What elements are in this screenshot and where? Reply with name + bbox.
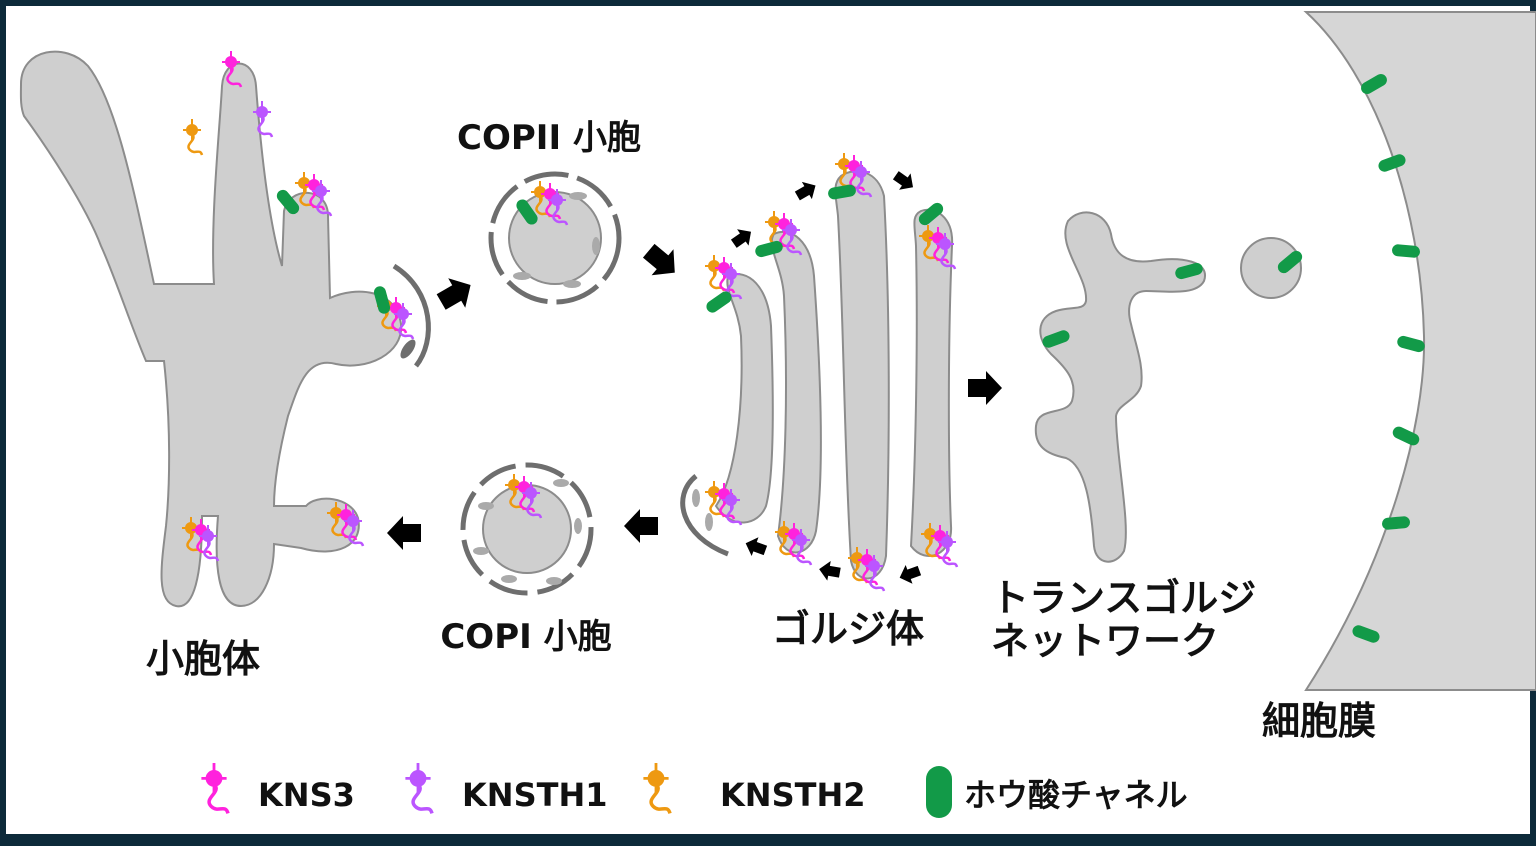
copi-vesicle-label: COPI 小胞	[440, 617, 611, 657]
endoplasmic-reticulum	[19, 50, 403, 608]
boric-acid-channel-icon	[926, 766, 952, 818]
legend-item-kns3: KNS3	[199, 761, 355, 816]
copii-vesicle	[488, 171, 622, 305]
legend-label-kns3: KNS3	[258, 776, 355, 814]
copii-vesicle-label: COPII 小胞	[457, 118, 641, 158]
er-coat-budding	[392, 263, 431, 368]
legend-label-boric-acid-channel: ホウ酸チャネル	[964, 776, 1188, 814]
tgn-label-line1: トランスゴルジ	[991, 576, 1256, 620]
legend-item-knsth1: KNSTH1	[403, 761, 608, 816]
tgn-label-line2: ネットワーク	[991, 619, 1219, 663]
transport-arrows	[387, 167, 1002, 588]
legend-item-boric-acid-channel: ホウ酸チャネル	[926, 766, 1188, 818]
kns3-protein-icon	[199, 761, 230, 816]
legend-label-knsth2: KNSTH2	[720, 776, 866, 814]
legend-label-knsth1: KNSTH1	[462, 776, 608, 814]
plasma-membrane-label: 細胞膜	[1262, 699, 1376, 743]
legend: KNS3 KNSTH1 KNSTH2 ホウ酸チャネル	[199, 761, 1188, 818]
plasma-membrane	[1303, 11, 1536, 691]
trans-golgi-network	[1034, 211, 1305, 563]
er-label: 小胞体	[146, 637, 260, 681]
legend-item-knsth2: KNSTH2	[641, 761, 866, 816]
golgi-cisternae	[680, 153, 957, 591]
knsth1-protein-icon	[403, 761, 434, 816]
golgi-label: ゴルジ体	[772, 607, 924, 651]
knsth2-protein-icon	[641, 761, 672, 816]
copi-vesicle	[460, 462, 594, 596]
diagram-canvas: COPII 小胞 COPI 小胞 小胞体 ゴルジ体 トランスゴルジ ネットワーク…	[19, 11, 1536, 818]
